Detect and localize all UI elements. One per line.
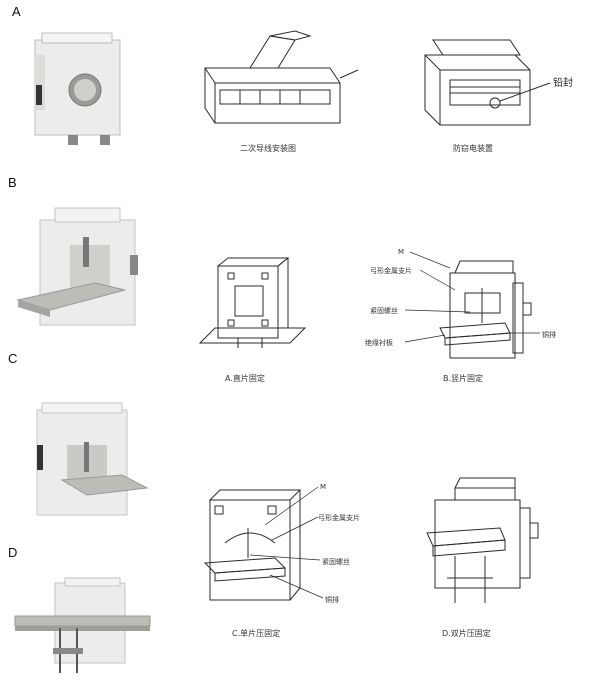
drawing-vertical-fix: [439, 260, 532, 359]
label-busbar-c: 铜排: [325, 596, 339, 604]
row-label-b: B: [8, 175, 17, 190]
label-m-b: M: [398, 248, 405, 256]
photo-ct-a: [34, 32, 121, 145]
row-label-d: D: [8, 545, 18, 560]
label-insulation-b: 绝缘衬板: [365, 339, 393, 347]
caption-wiring-install: 二次导线安装图: [240, 144, 296, 153]
label-bracket-c: 弓形金属支片: [318, 514, 360, 522]
label-busbar-b: 铜排: [542, 331, 556, 339]
label-bracket-b: 弓形金属支片: [370, 267, 412, 275]
photo-ct-b: [16, 207, 138, 326]
drawing-anti-theft-cover: [424, 39, 551, 126]
photo-ct-c: [36, 402, 149, 516]
label-m-c: M: [320, 483, 327, 491]
drawing-single-press-fix: [203, 489, 302, 601]
drawing-wiring-install: [204, 30, 359, 124]
photo-ct-d: [14, 577, 151, 673]
row-label-a: A: [12, 4, 21, 19]
label-screw-c: 紧固螺丝: [322, 558, 350, 566]
caption-double-press-fix: D.双片压固定: [442, 629, 491, 638]
caption-anti-theft-cover: 防窃电装置: [453, 144, 493, 153]
label-screw-b: 紧固螺丝: [370, 307, 398, 315]
row-label-c: C: [8, 351, 18, 366]
caption-single-press-fix: C.单片压固定: [232, 629, 281, 638]
caption-vertical-fix: B.竖片固定: [443, 374, 484, 383]
caption-direct-fix: A.直片固定: [225, 374, 265, 383]
label-seal: 铅封: [553, 78, 573, 89]
drawing-direct-fix: [198, 257, 307, 348]
drawing-double-press-fix: [426, 477, 539, 603]
